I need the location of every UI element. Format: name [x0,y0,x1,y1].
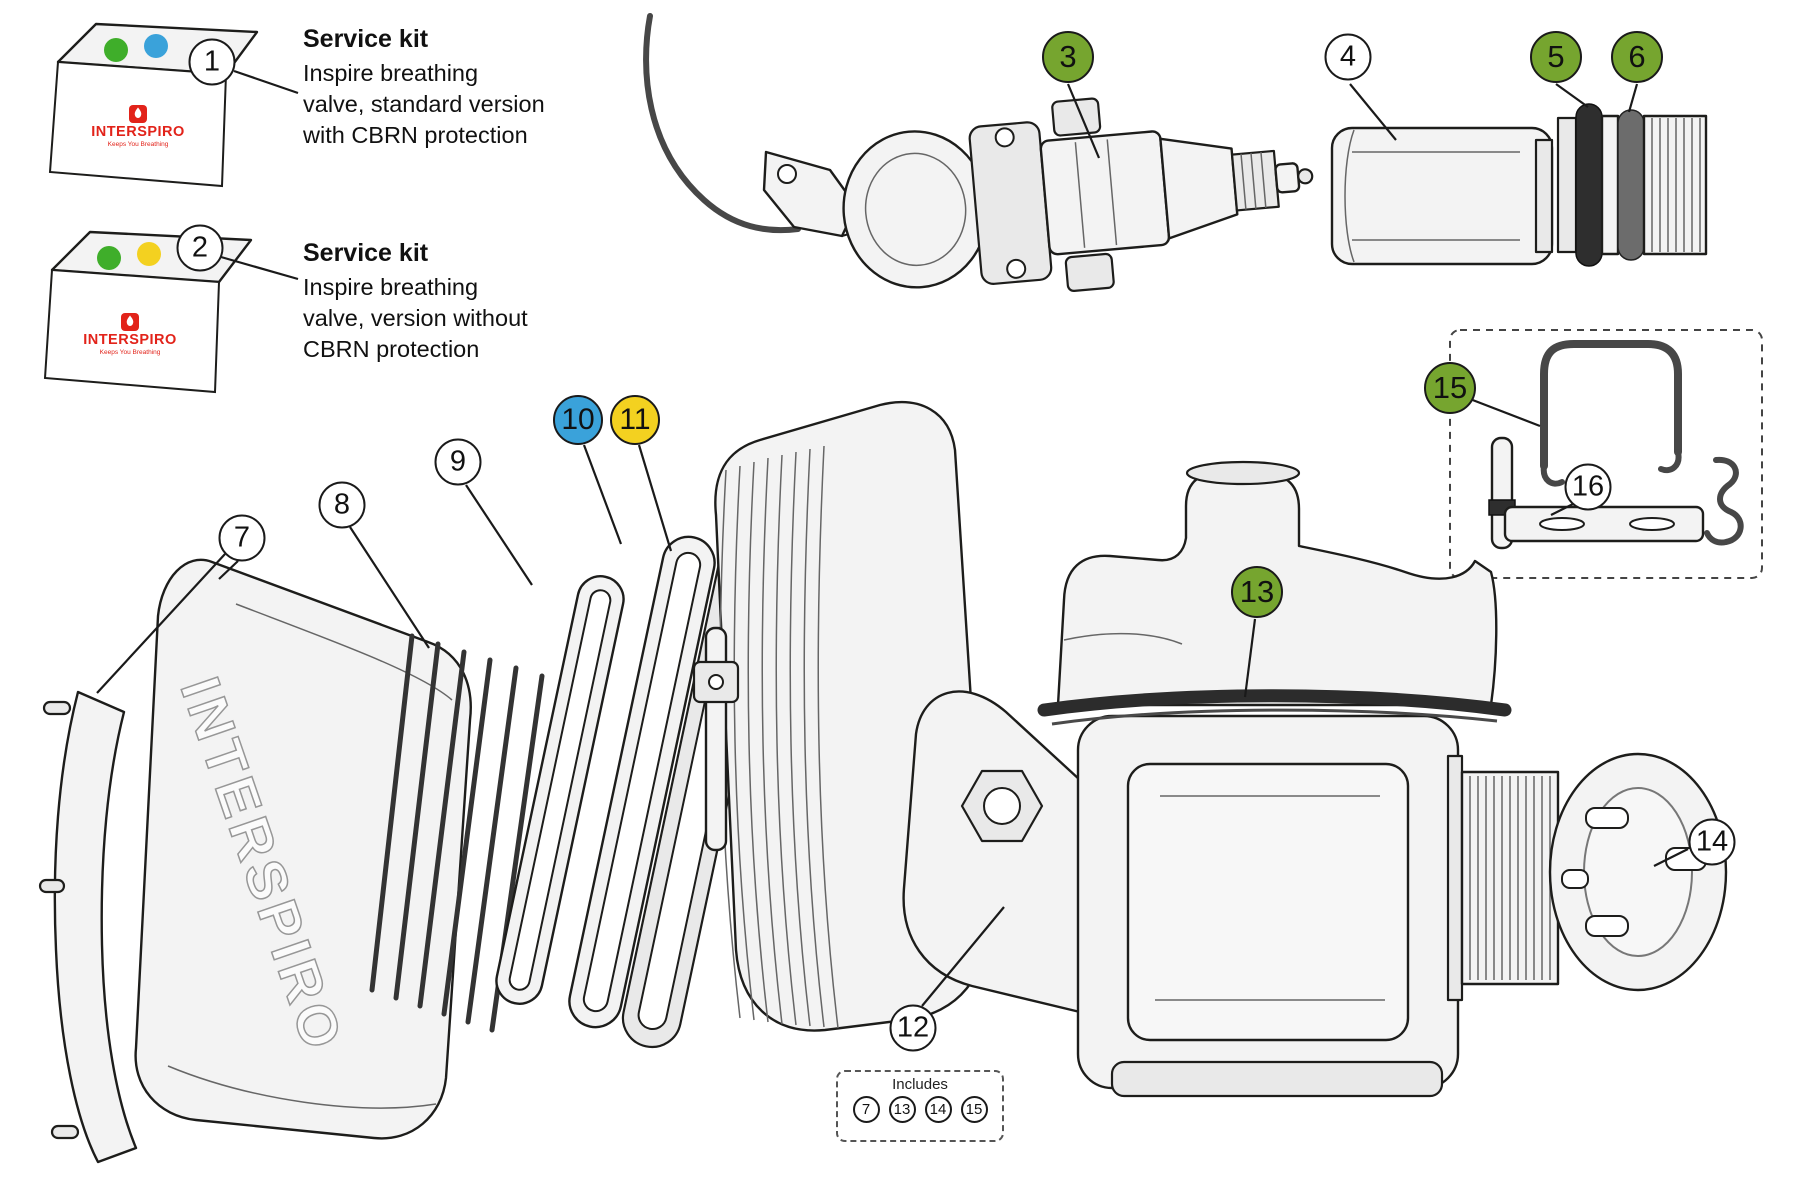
includes-item-13[interactable]: 13 [888,1096,916,1123]
callout-2[interactable]: 2 [176,224,224,272]
includes-label: Includes [892,1076,948,1093]
part-5-oring [1575,103,1603,267]
part-15-16-kit-group [1449,329,1763,579]
callout-14[interactable]: 14 [1688,818,1736,866]
service-kit-2-desc-line: valve, version without [303,305,528,331]
service-kit-2-title: Service kit [303,239,429,267]
callout-11[interactable]: 11 [610,395,660,445]
service-kit-2-desc-line: Inspire breathing [303,274,479,300]
service-kit-2-label: Service kit Inspire breathing valve, ver… [303,238,528,365]
callout-4[interactable]: 4 [1324,33,1372,81]
includes-box: Includes 7 13 14 15 [836,1070,1004,1142]
interspiro-logo-text: INTERSPIRO [91,124,185,140]
service-kit-2-desc-line: CBRN protection [303,336,480,362]
part-8-spring-strips [369,633,545,1033]
callout-5[interactable]: 5 [1530,31,1582,83]
interspiro-logo-text: INTERSPIRO [83,332,177,348]
service-kit-1-desc-line: with CBRN protection [303,122,528,148]
callout-8[interactable]: 8 [318,481,366,529]
callout-12[interactable]: 12 [889,1004,937,1052]
includes-item-15[interactable]: 15 [960,1096,988,1123]
service-kit-1-desc-line: Inspire breathing [303,60,479,86]
part-6-oring [1617,109,1645,261]
part-10-gasket-ring [568,535,716,1029]
callout-13[interactable]: 13 [1231,566,1283,618]
interspiro-logo-icon [129,105,147,123]
kit2-dot-yellow [137,242,161,266]
callout-15[interactable]: 15 [1424,362,1476,414]
part-14-lock-nut [1548,752,1728,992]
interspiro-logo: INTERSPIRO Keeps You Breathing [78,104,198,148]
service-kit-box-1 [48,22,259,188]
callout-3[interactable]: 3 [1042,31,1094,83]
leader-lines [96,69,1689,1007]
callout-10[interactable]: 10 [553,395,603,445]
part-15-wire-clip [1540,340,1744,546]
part-13-oring [1037,689,1512,717]
callout-9[interactable]: 9 [434,438,482,486]
interspiro-logo-icon [121,313,139,331]
part-16-latch-bracket [1488,436,1705,550]
includes-items: 7 13 14 15 [852,1096,988,1123]
part-3-breathing-valve [643,13,1314,292]
includes-item-14[interactable]: 14 [924,1096,952,1123]
service-kit-1-title: Service kit [303,25,429,53]
kit2-dot-green [97,246,121,270]
interspiro-logo-tagline: Keeps You Breathing [99,349,161,356]
includes-item-7[interactable]: 7 [852,1096,880,1123]
interspiro-logo: INTERSPIRO Keeps You Breathing [70,312,190,356]
part-9-seal-ring [495,575,625,1005]
service-kit-1-label: Service kit Inspire breathing valve, sta… [303,24,545,151]
part-4-cylinder [1330,126,1554,266]
callout-16[interactable]: 16 [1564,463,1612,511]
part-12-valve-housing [902,460,1560,1098]
part-5-6-orings-adapter [1556,103,1708,267]
kit1-dot-blue [144,34,168,58]
part-7-cover: INTERSPIRO [38,558,472,1164]
callout-1[interactable]: 1 [188,38,236,86]
interspiro-logo-tagline: Keeps You Breathing [107,141,169,148]
callout-7[interactable]: 7 [218,514,266,562]
callout-6[interactable]: 6 [1611,31,1663,83]
housing-elbow [902,690,1082,1014]
service-kit-1-desc-line: valve, standard version [303,91,545,117]
kit1-dot-green [104,38,128,62]
